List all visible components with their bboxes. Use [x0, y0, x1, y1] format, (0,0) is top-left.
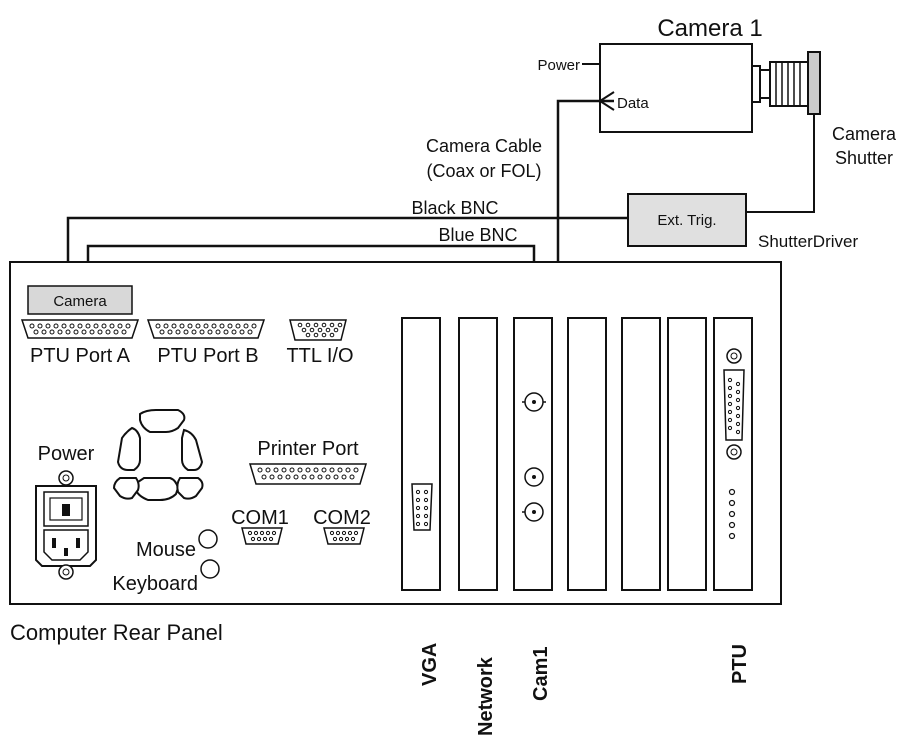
slot-vga: [401, 317, 441, 591]
slot-empty-1: [567, 317, 607, 591]
slot-cam1: [513, 317, 553, 591]
camera-cable-label-1: Camera Cable: [426, 136, 542, 156]
camera-shutter-label-2: Shutter: [835, 148, 893, 168]
camera-power-label: Power: [537, 57, 580, 74]
cam1-bnc-top-icon: [522, 392, 546, 412]
slot-empty-3: [667, 317, 707, 591]
keyboard-label: Keyboard: [112, 573, 198, 595]
black-bnc-label: Black BNC: [411, 198, 498, 218]
slot-label-vga: VGA: [419, 643, 441, 686]
power-inlet-icon: [35, 470, 97, 580]
com1-connector-icon: [241, 527, 283, 545]
ptu-port-b-label: PTU Port B: [157, 345, 258, 367]
camera-1: [582, 43, 821, 133]
mouse-port-icon: [198, 529, 218, 549]
expansion-slots: [401, 317, 753, 591]
camera-title: Camera 1: [657, 15, 762, 42]
camera-data-label: Data: [617, 95, 649, 112]
camera-cable-label-2: (Coax or FOL): [426, 161, 541, 181]
com2-connector-icon: [323, 527, 365, 545]
mouse-label: Mouse: [136, 539, 196, 561]
ptu-port-a-label: PTU Port A: [30, 345, 131, 367]
ptu-port-b-connector-icon: [146, 319, 266, 339]
fan-icon: [112, 409, 204, 501]
printer-port-label: Printer Port: [257, 438, 359, 460]
camera-shutter: [807, 51, 821, 115]
camera-lens-ring: [759, 69, 771, 99]
printer-port-connector-icon: [248, 463, 368, 485]
camera-connector-label: Camera: [53, 293, 107, 310]
ptu-port-a-connector-icon: [20, 319, 140, 339]
camera-shutter-label-1: Camera: [832, 124, 897, 144]
slot-label-ptu: PTU: [729, 644, 751, 684]
com2-label: COM2: [313, 507, 371, 529]
ptu-card-connectors-icon: [723, 348, 745, 540]
blue-bnc-label: Blue BNC: [438, 225, 517, 245]
shutter-cable: [746, 114, 815, 213]
slot-label-cam1: Cam1: [530, 647, 552, 701]
slot-empty-2: [621, 317, 661, 591]
camera-lens-barrel: [769, 61, 809, 107]
panel-caption: Computer Rear Panel: [10, 620, 223, 645]
slot-label-network: Network: [475, 656, 497, 736]
cam1-bnc-middle-icon: [524, 467, 544, 487]
com1-label: COM1: [231, 507, 289, 529]
power-label: Power: [38, 443, 95, 465]
cam1-bnc-bottom-icon: [522, 502, 544, 522]
ttl-io-connector-icon: [289, 319, 347, 341]
keyboard-port-icon: [200, 559, 220, 579]
vga-connector-icon: [411, 483, 433, 531]
slot-network: [458, 317, 498, 591]
camera-connector-box: [27, 285, 133, 315]
shutter-driver-box: [627, 193, 747, 247]
camera-body: [599, 43, 753, 133]
ttl-io-label: TTL I/O: [286, 345, 353, 367]
camera-lens-mount: [751, 65, 761, 103]
shutter-driver-label: ShutterDriver: [758, 232, 858, 251]
ext-trig-label: Ext. Trig.: [657, 212, 716, 229]
